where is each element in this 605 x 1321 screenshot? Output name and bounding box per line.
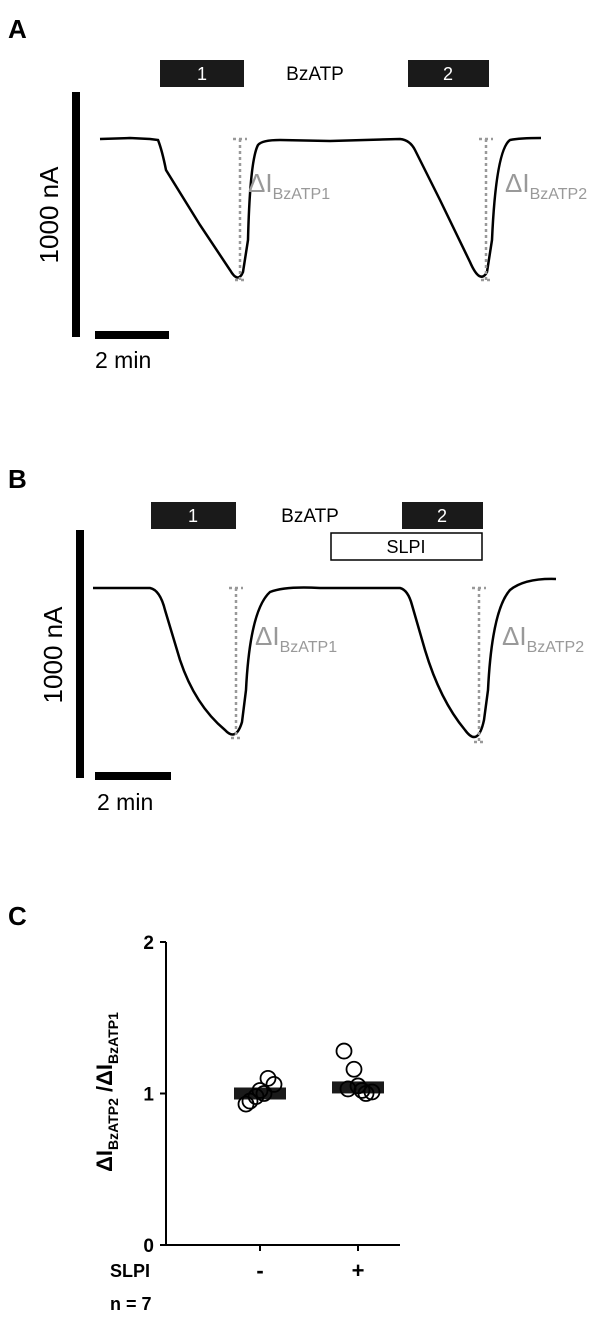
data-point: [241, 1092, 259, 1110]
agonist-label: BzATP: [281, 506, 339, 527]
n-label: n = 7: [110, 1294, 152, 1314]
slpi-bar: [330, 532, 483, 561]
delta-i-2-label: ΔIBzATP2: [502, 621, 584, 656]
time-scale-label: 2 min: [97, 789, 153, 815]
y-tick-label: 0: [143, 1236, 154, 1257]
panel-b-label: B: [8, 464, 27, 494]
delta-markers-a: [233, 137, 493, 282]
data-point: [259, 1069, 277, 1087]
delta-i-2-label: ΔIBzATP2: [505, 168, 587, 203]
y-axis-label: ΔIBzATP2 /ΔIBzATP1: [92, 1012, 121, 1172]
current-trace-a: [99, 136, 542, 279]
panel-c-label: C: [8, 901, 27, 931]
bzatp-bar-1: [160, 60, 244, 87]
time-scale-bar: [95, 331, 169, 339]
bar-1-label: 1: [197, 64, 207, 84]
bar-2-label: 2: [437, 506, 447, 526]
current-trace-b: [93, 577, 557, 739]
delta-markers-b: [229, 586, 486, 744]
bzatp-bar-2: [402, 502, 483, 529]
data-point: [339, 1080, 357, 1098]
current-scale-label: 1000 nA: [38, 606, 68, 704]
y-tick-label: 2: [143, 933, 154, 954]
data-point: [363, 1083, 381, 1101]
current-scale-bar: [76, 530, 84, 778]
delta-i-1-label: ΔIBzATP1: [255, 621, 337, 656]
data-point: [349, 1077, 367, 1095]
panel-a-label: A: [8, 14, 27, 44]
delta-i-1-label: ΔIBzATP1: [248, 168, 330, 203]
time-scale-label: 2 min: [95, 347, 151, 373]
current-scale-label: 1000 nA: [34, 166, 64, 264]
slpi-bar-label: SLPI: [386, 537, 425, 557]
ratio-scatter-chart: 0 1 2 - +: [143, 933, 400, 1283]
bar-2-label: 2: [443, 64, 453, 84]
data-point: [255, 1085, 273, 1102]
agonist-label: BzATP: [286, 64, 344, 85]
y-tick-label: 1: [143, 1085, 154, 1106]
data-point: [265, 1076, 283, 1093]
x-axis-label: SLPI: [110, 1261, 150, 1281]
time-scale-bar: [95, 772, 171, 780]
data-point: [251, 1082, 269, 1099]
current-scale-bar: [72, 92, 80, 337]
bzatp-bar-2: [408, 60, 489, 87]
x-tick-label: -: [256, 1258, 263, 1283]
x-tick-label: +: [352, 1258, 365, 1283]
data-point: [345, 1060, 363, 1078]
bar-1-label: 1: [188, 506, 198, 526]
data-point: [335, 1042, 353, 1060]
bzatp-bar-1: [151, 502, 236, 529]
